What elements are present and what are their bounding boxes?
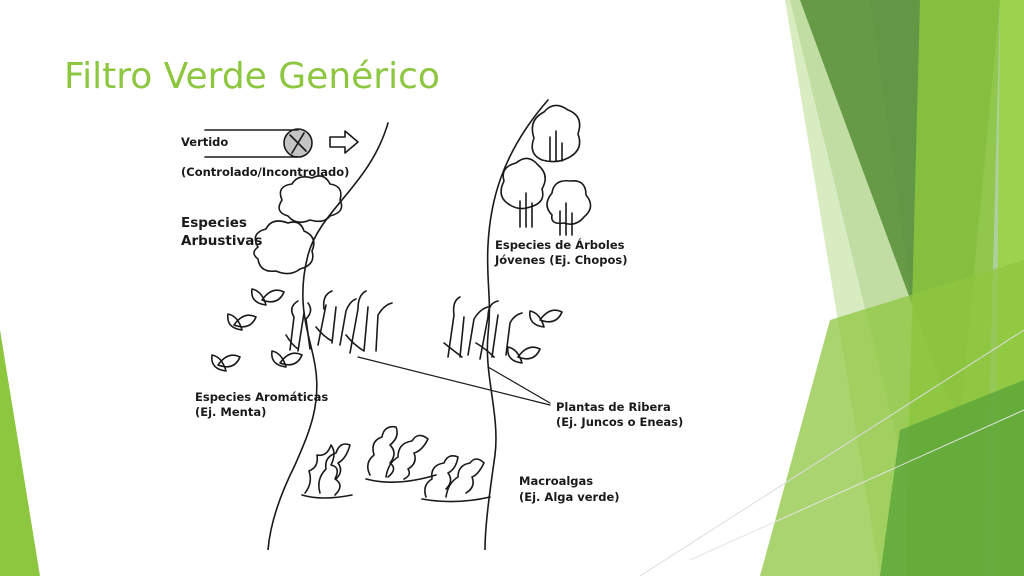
reed-icon [285,290,523,360]
pointer-line [357,356,551,406]
pointer-line [487,366,551,404]
label-arboles-2: Jóvenes (Ej. Chopos) [495,253,628,267]
label-aromaticas-1: Especies Aromáticas [195,390,329,404]
label-macroalgas-1: Macroalgas [519,474,594,488]
label-ribera-1: Plantas de Ribera [556,400,671,414]
left-riverbank [267,122,389,550]
label-vertido: Vertido [181,135,229,149]
label-arboles-1: Especies de Árboles [495,238,625,252]
label-aromaticas-2: (Ej. Menta) [195,405,267,419]
tree-icon [531,104,581,163]
arrow-right-icon [329,130,359,154]
leaf-icon [210,288,563,372]
label-ribera-2: (Ej. Juncos o Eneas) [556,415,684,429]
pipe-icon [204,128,313,158]
label-macroalgas-2: (Ej. Alga verde) [519,490,620,504]
shrub-icon [278,175,343,224]
right-riverbank [484,99,549,550]
slide-title: Filtro Verde Genérico [64,56,440,97]
shrub-icon [253,220,315,275]
tree-icon [500,157,546,228]
tree-icon [546,179,592,236]
filter-diagram [204,99,592,550]
label-arbustivas-2: Arbustivas [181,233,263,249]
algae-icon [301,425,491,503]
label-arbustivas-1: Especies [181,215,247,231]
label-vertido-tipo: (Controlado/Incontrolado) [181,165,350,179]
